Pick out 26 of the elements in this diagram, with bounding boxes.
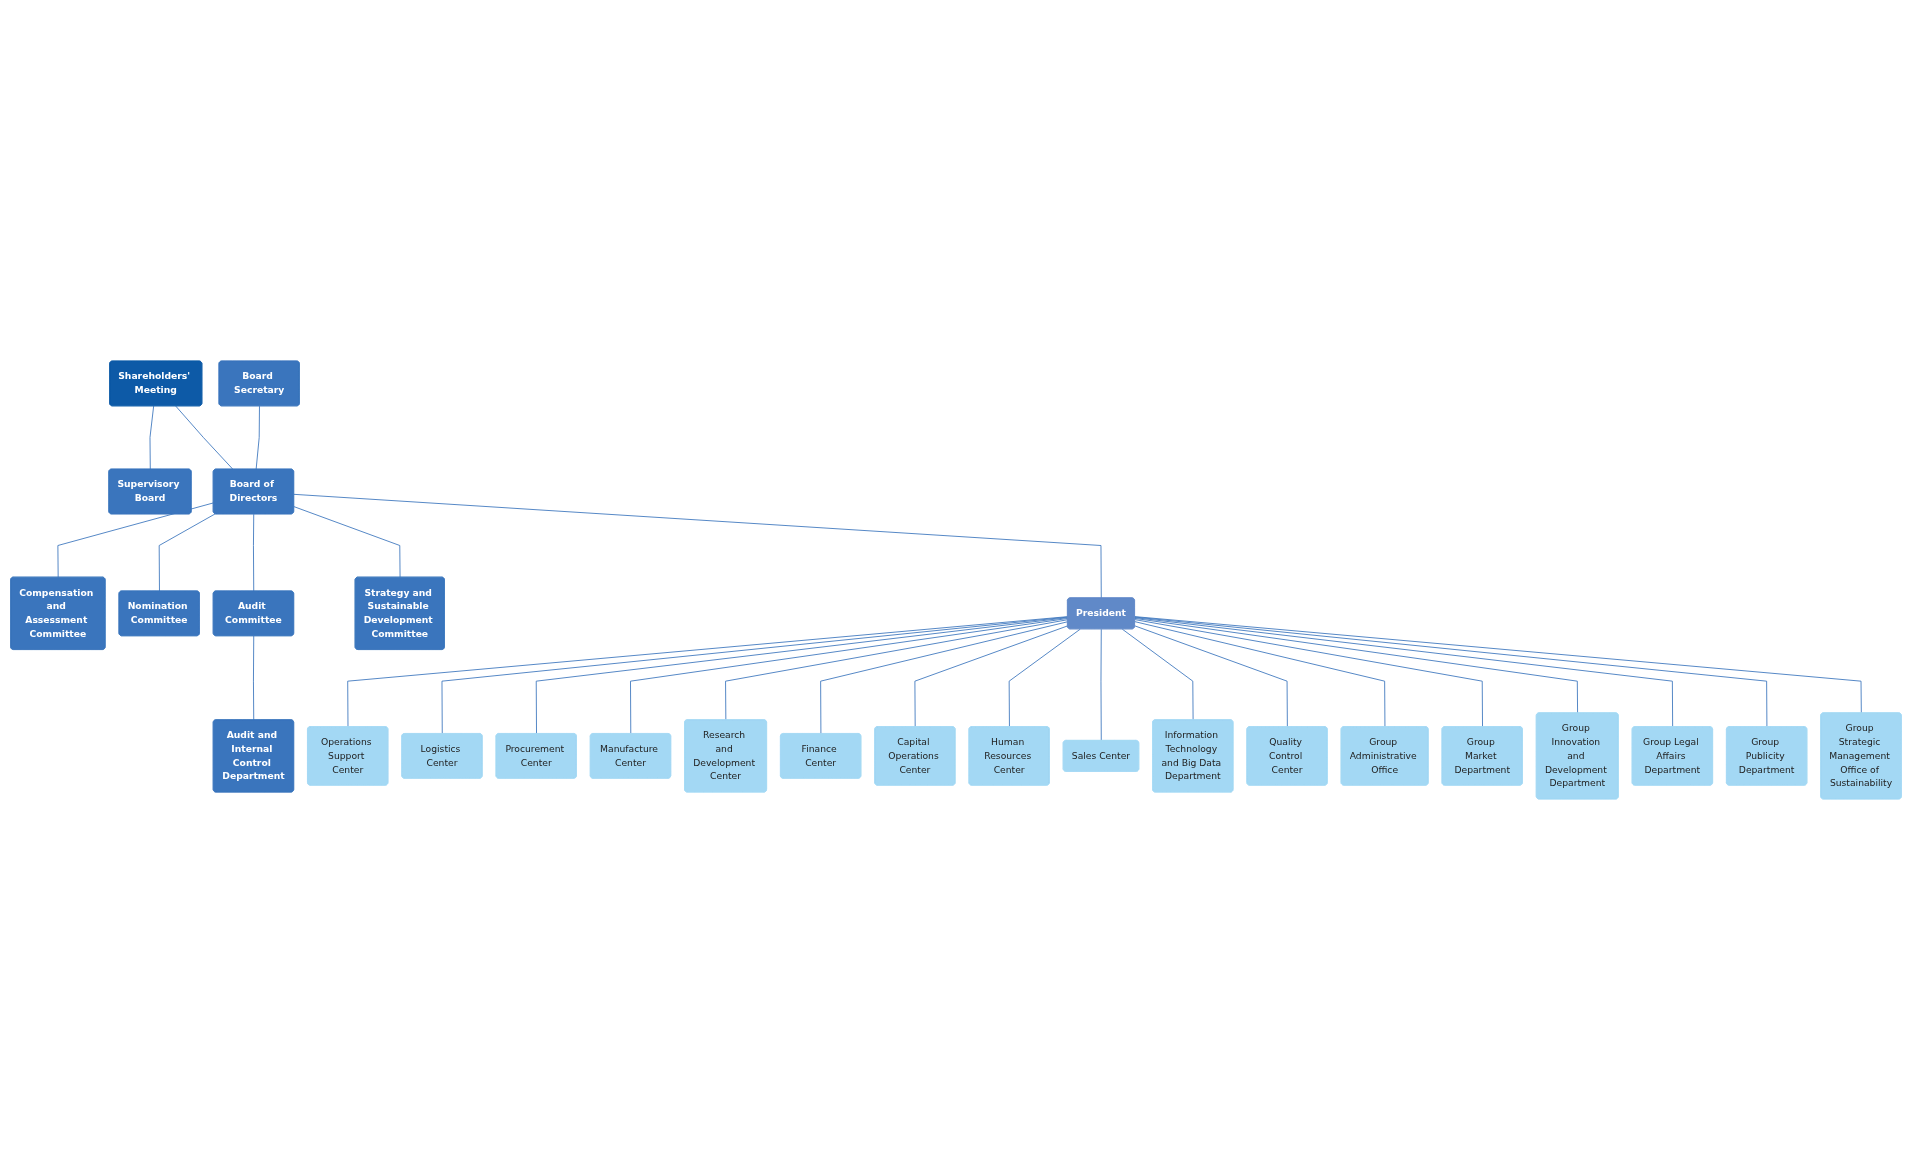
connector xyxy=(149,405,154,470)
connector xyxy=(1133,617,1578,714)
connector xyxy=(535,617,1068,735)
connector xyxy=(1133,619,1483,728)
connector xyxy=(1133,616,1862,714)
connector xyxy=(252,635,254,721)
connector xyxy=(293,506,400,578)
connector xyxy=(293,493,1102,599)
connector xyxy=(441,616,1068,735)
connector xyxy=(1008,628,1081,728)
connector xyxy=(56,502,214,578)
connector xyxy=(913,625,1068,728)
connector xyxy=(724,619,1068,721)
connector xyxy=(1133,616,1767,728)
connector xyxy=(252,513,254,592)
connector xyxy=(819,621,1068,735)
connector xyxy=(1133,621,1385,728)
connector xyxy=(1133,617,1673,728)
connector xyxy=(1121,628,1194,721)
connector xyxy=(1133,625,1288,728)
org-chart: Shareholders' Meeting Supervisory Board Board Secretary Board of Directors Compensation and Assessment Committee Nomination Committee Audit Committee Audit and Internal Control Department Strategy and Sustainable Development Committee President Operations Support Center Logistics Center Procurement Center Manufacture Center Research and Development Center Finance Center Capital Operations Center Human Resources Center Sales Center Information Technology and Big Data Department Quality Control Center Group Administrative Office Group Market Department Group Innovation and Development Department Group Legal Affairs Department Group Publicity Department Group Strategic Management Office of Sustainability xyxy=(5,5,1906,1155)
connector xyxy=(346,616,1068,728)
connector xyxy=(1100,628,1102,742)
connector xyxy=(629,618,1068,735)
connector xyxy=(255,405,260,470)
connector xyxy=(174,405,233,470)
